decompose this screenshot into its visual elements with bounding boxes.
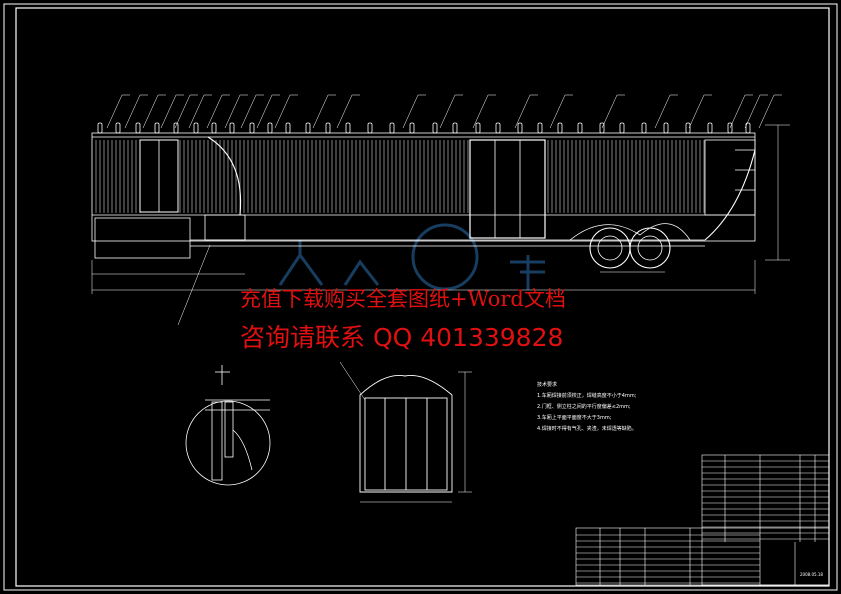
callout-leader	[472, 94, 489, 129]
stanchion-cap	[97, 122, 103, 134]
stanchion-cap	[577, 122, 583, 134]
callout-leader	[439, 94, 456, 129]
callout-leader	[188, 94, 205, 129]
stanchion-cap	[641, 122, 647, 134]
callout-leader	[514, 94, 531, 129]
callout-leader	[601, 94, 618, 129]
callout-leader	[744, 94, 761, 129]
callout-leader	[106, 94, 123, 129]
stanchion-cap	[517, 122, 523, 134]
drawing-frame	[3, 3, 838, 591]
rear-end-view	[339, 361, 472, 503]
stanchion-cap	[685, 122, 691, 134]
callout-leader	[206, 94, 223, 129]
callout-leader	[654, 94, 671, 129]
callout-leader	[124, 94, 141, 129]
stanchion-cap	[193, 122, 199, 134]
stanchion-cap	[135, 122, 141, 134]
callout-leader	[142, 94, 159, 129]
stanchion-cap	[475, 122, 481, 134]
notes-item-3: 3.车厢上平面平面度不大于3mm;	[537, 415, 612, 421]
stanchion-cap	[495, 122, 501, 134]
stanchion-cap	[325, 122, 331, 134]
callout-leader	[729, 94, 746, 129]
stanchion-cap	[663, 122, 669, 134]
notes-title: 技术要求	[537, 382, 558, 388]
stanchion-cap	[389, 122, 395, 134]
callout-leader	[758, 94, 775, 129]
stanchion-cap	[345, 122, 351, 134]
callout-leader	[174, 94, 191, 129]
notes-item-1: 1.车厢焊接前须校正，焊缝高度不小于4mm;	[537, 393, 637, 399]
callout-leader	[688, 94, 705, 129]
stanchion-cap	[285, 122, 291, 134]
stanchion-cap	[599, 122, 605, 134]
notes-item-4: 4.焊接时不得有气孔、夹渣，未焊透等缺陷。	[537, 426, 637, 432]
callout-leader	[274, 94, 291, 129]
title-block-date: 2008.05.18	[800, 572, 823, 577]
stanchion-cap	[557, 122, 563, 134]
callout-leader	[224, 94, 241, 129]
stanchion-cap	[707, 122, 713, 134]
callout-leader	[256, 94, 273, 129]
parts-list-table	[701, 454, 830, 586]
callout-leader	[240, 94, 257, 129]
stanchion-cap	[409, 122, 415, 134]
callout-leader	[312, 94, 329, 129]
stanchion-cap	[211, 122, 217, 134]
stanchion-cap	[432, 122, 438, 134]
notes-item-2: 2.门框、侧立柱之间的平行度偏差≤2mm;	[537, 404, 631, 410]
trailer-side-view	[91, 122, 790, 326]
stanchion-cap	[537, 122, 543, 134]
stanchion-cap	[115, 122, 121, 134]
stanchion-cap	[154, 122, 160, 134]
callout-leader	[336, 94, 353, 129]
stanchion-cap	[305, 122, 311, 134]
watermark-download-text: 充值下载购买全套图纸+Word文档	[240, 287, 566, 311]
detail-view-circle	[185, 365, 271, 486]
title-block	[575, 527, 830, 586]
logo-watermark	[278, 223, 545, 291]
callout-leader	[160, 94, 177, 129]
part-callouts	[106, 94, 782, 129]
stanchion-cap	[367, 122, 373, 134]
stanchion-cap	[727, 122, 733, 134]
stanchion-cap	[619, 122, 625, 134]
stanchion-cap	[249, 122, 255, 134]
stanchion-cap	[452, 122, 458, 134]
stanchion-cap	[229, 122, 235, 134]
callout-leader	[402, 94, 419, 129]
callout-leader	[549, 94, 566, 129]
watermark-contact-text: 咨询请联系 QQ 401339828	[240, 323, 564, 352]
stanchion-cap	[173, 122, 179, 134]
stanchion-cap	[745, 122, 751, 134]
stanchion-cap	[267, 122, 273, 134]
